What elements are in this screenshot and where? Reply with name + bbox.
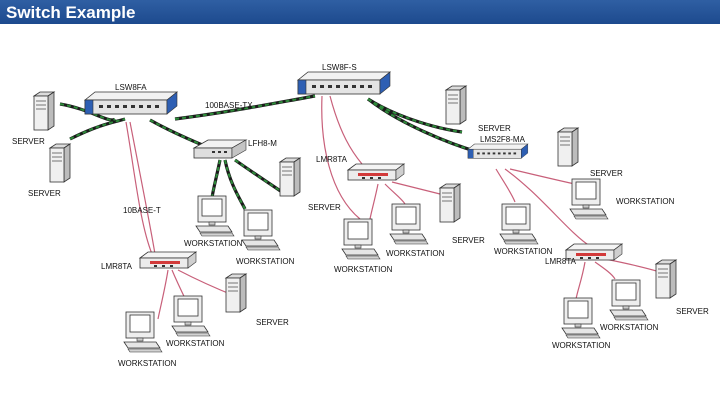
server-icon [439, 183, 461, 223]
server-label: SERVER [478, 124, 511, 133]
workstation-icon [171, 295, 211, 337]
page-title: Switch Example [6, 3, 136, 22]
workstation-icon [341, 218, 381, 260]
workstation-label: WORKSTATION [118, 359, 177, 368]
fiber-links [59, 94, 479, 210]
label-100base-tx: 100BASE-TX [205, 101, 253, 110]
server-icon [655, 259, 677, 299]
workstation-label: WORKSTATION [166, 339, 225, 348]
workstation-icon [561, 297, 601, 339]
label-10base-t: 10BASE-T [123, 206, 161, 215]
server-label: SERVER [452, 236, 485, 245]
switch-lms2f8-ma [467, 143, 529, 159]
label-lsw8f-s: LSW8F-S [322, 63, 357, 72]
workstation-icon [389, 203, 429, 245]
switch-lmr8ta-left [139, 251, 197, 269]
workstation-label: WORKSTATION [184, 239, 243, 248]
workstation-label: WORKSTATION [616, 197, 675, 206]
title-bar: Switch Example [0, 0, 720, 24]
workstation-label: WORKSTATION [600, 323, 659, 332]
label-lmr8ta-left: LMR8TA [101, 262, 133, 271]
label-lmr8ta-top: LMR8TA [316, 155, 348, 164]
server-icon [445, 85, 467, 125]
server-label: SERVER [590, 169, 623, 178]
label-lsw8fa: LSW8FA [115, 83, 147, 92]
workstation-icon [609, 279, 649, 321]
workstation-label: WORKSTATION [334, 265, 393, 274]
server-icon [557, 127, 579, 167]
workstation-icon [123, 311, 163, 353]
workstation-icon [195, 195, 235, 237]
server-icon [279, 157, 301, 197]
server-label: SERVER [256, 318, 289, 327]
server-label: SERVER [308, 203, 341, 212]
switch-lsw8f-s [297, 71, 391, 95]
server-icon [33, 91, 55, 131]
workstation-icon [241, 209, 281, 251]
workstation-label: WORKSTATION [494, 247, 553, 256]
workstation-label: WORKSTATION [386, 249, 445, 258]
server-label: SERVER [12, 137, 45, 146]
server-label: SERVER [676, 307, 709, 316]
workstation-icon [569, 178, 609, 220]
label-lms2f8-ma: LMS2F8-MA [480, 135, 526, 144]
server-label: SERVER [28, 189, 61, 198]
label-lmr8ta-right: LMR8TA [545, 257, 577, 266]
server-icon [225, 273, 247, 313]
workstation-label: WORKSTATION [236, 257, 295, 266]
workstation-icon [499, 203, 539, 245]
network-diagram: LSW8FA LSW8F-S LFH8-M LMS2F8-MA LMR8TA L… [12, 63, 709, 368]
switch-lsw8fa [84, 91, 178, 115]
server-icon [49, 143, 71, 183]
label-lfh8-m: LFH8-M [248, 139, 277, 148]
workstation-label: WORKSTATION [552, 341, 611, 350]
hub-lfh8-m [193, 139, 247, 159]
switch-lmr8ta-top [347, 163, 405, 181]
